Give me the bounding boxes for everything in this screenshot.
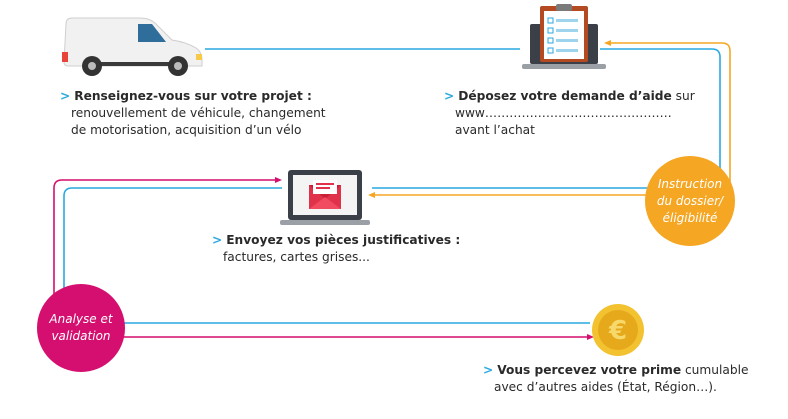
step-2-line2: avant l’achat (455, 123, 535, 137)
step-1-line1: renouvellement de véhicule, changement (71, 106, 326, 120)
instruction-circle-line1: Instruction (657, 176, 723, 191)
step-1-line2: de motorisation, acquisition d’un vélo (71, 123, 302, 137)
step-2-url-placeholder: www………………………………………. (455, 106, 672, 120)
arrowhead-magenta-top (275, 177, 282, 183)
step-4-text: >Vous percevez votre prime cumulable ave… (483, 362, 748, 396)
step-2-title: Déposez votre demande d’aide (458, 89, 672, 103)
analyse-circle-line2: validation (51, 329, 111, 343)
step-3-line1: factures, cartes grises... (223, 250, 370, 264)
instruction-circle-line2: du dossier/ (656, 193, 724, 208)
step-marker: > (483, 363, 494, 377)
analyse-validation-circle: Analyse et validation (37, 284, 125, 372)
step-3-text: >Envoyez vos pièces justificatives : fac… (212, 232, 460, 266)
instruction-circle-line3: éligibilité (662, 210, 718, 225)
step-marker: > (60, 89, 71, 103)
van-illustration (62, 17, 203, 76)
step-marker: > (212, 233, 223, 247)
step-1-title: Renseignez-vous sur votre projet : (74, 89, 312, 103)
laptop-mail-illustration (280, 170, 370, 225)
step-2-title-suffix: sur (671, 89, 695, 103)
step-marker: > (444, 89, 455, 103)
svg-text:€: € (608, 316, 627, 346)
step-4-line1: avec d’autres aides (État, Région…). (494, 380, 717, 394)
instruction-dossier-circle: Instruction du dossier/ éligibilité (645, 156, 735, 246)
step-3-title: Envoyez vos pièces justificatives : (226, 233, 461, 247)
step-4-title-suffix: cumulable (681, 363, 749, 377)
step-4-title: Vous percevez votre prime (497, 363, 682, 377)
arrowhead-magenta-bottom (587, 334, 594, 340)
step-2-text: >Déposez votre demande d’aide sur www………… (444, 88, 695, 139)
step-1-text: >Renseignez-vous sur votre projet : reno… (60, 88, 326, 139)
laptop-checklist-illustration (522, 4, 606, 69)
arrowhead-orange-mid (368, 192, 375, 198)
analyse-circle-line1: Analyse et (49, 312, 113, 326)
euro-coin-illustration: € (592, 304, 644, 356)
arrowhead-orange-top (604, 40, 611, 46)
